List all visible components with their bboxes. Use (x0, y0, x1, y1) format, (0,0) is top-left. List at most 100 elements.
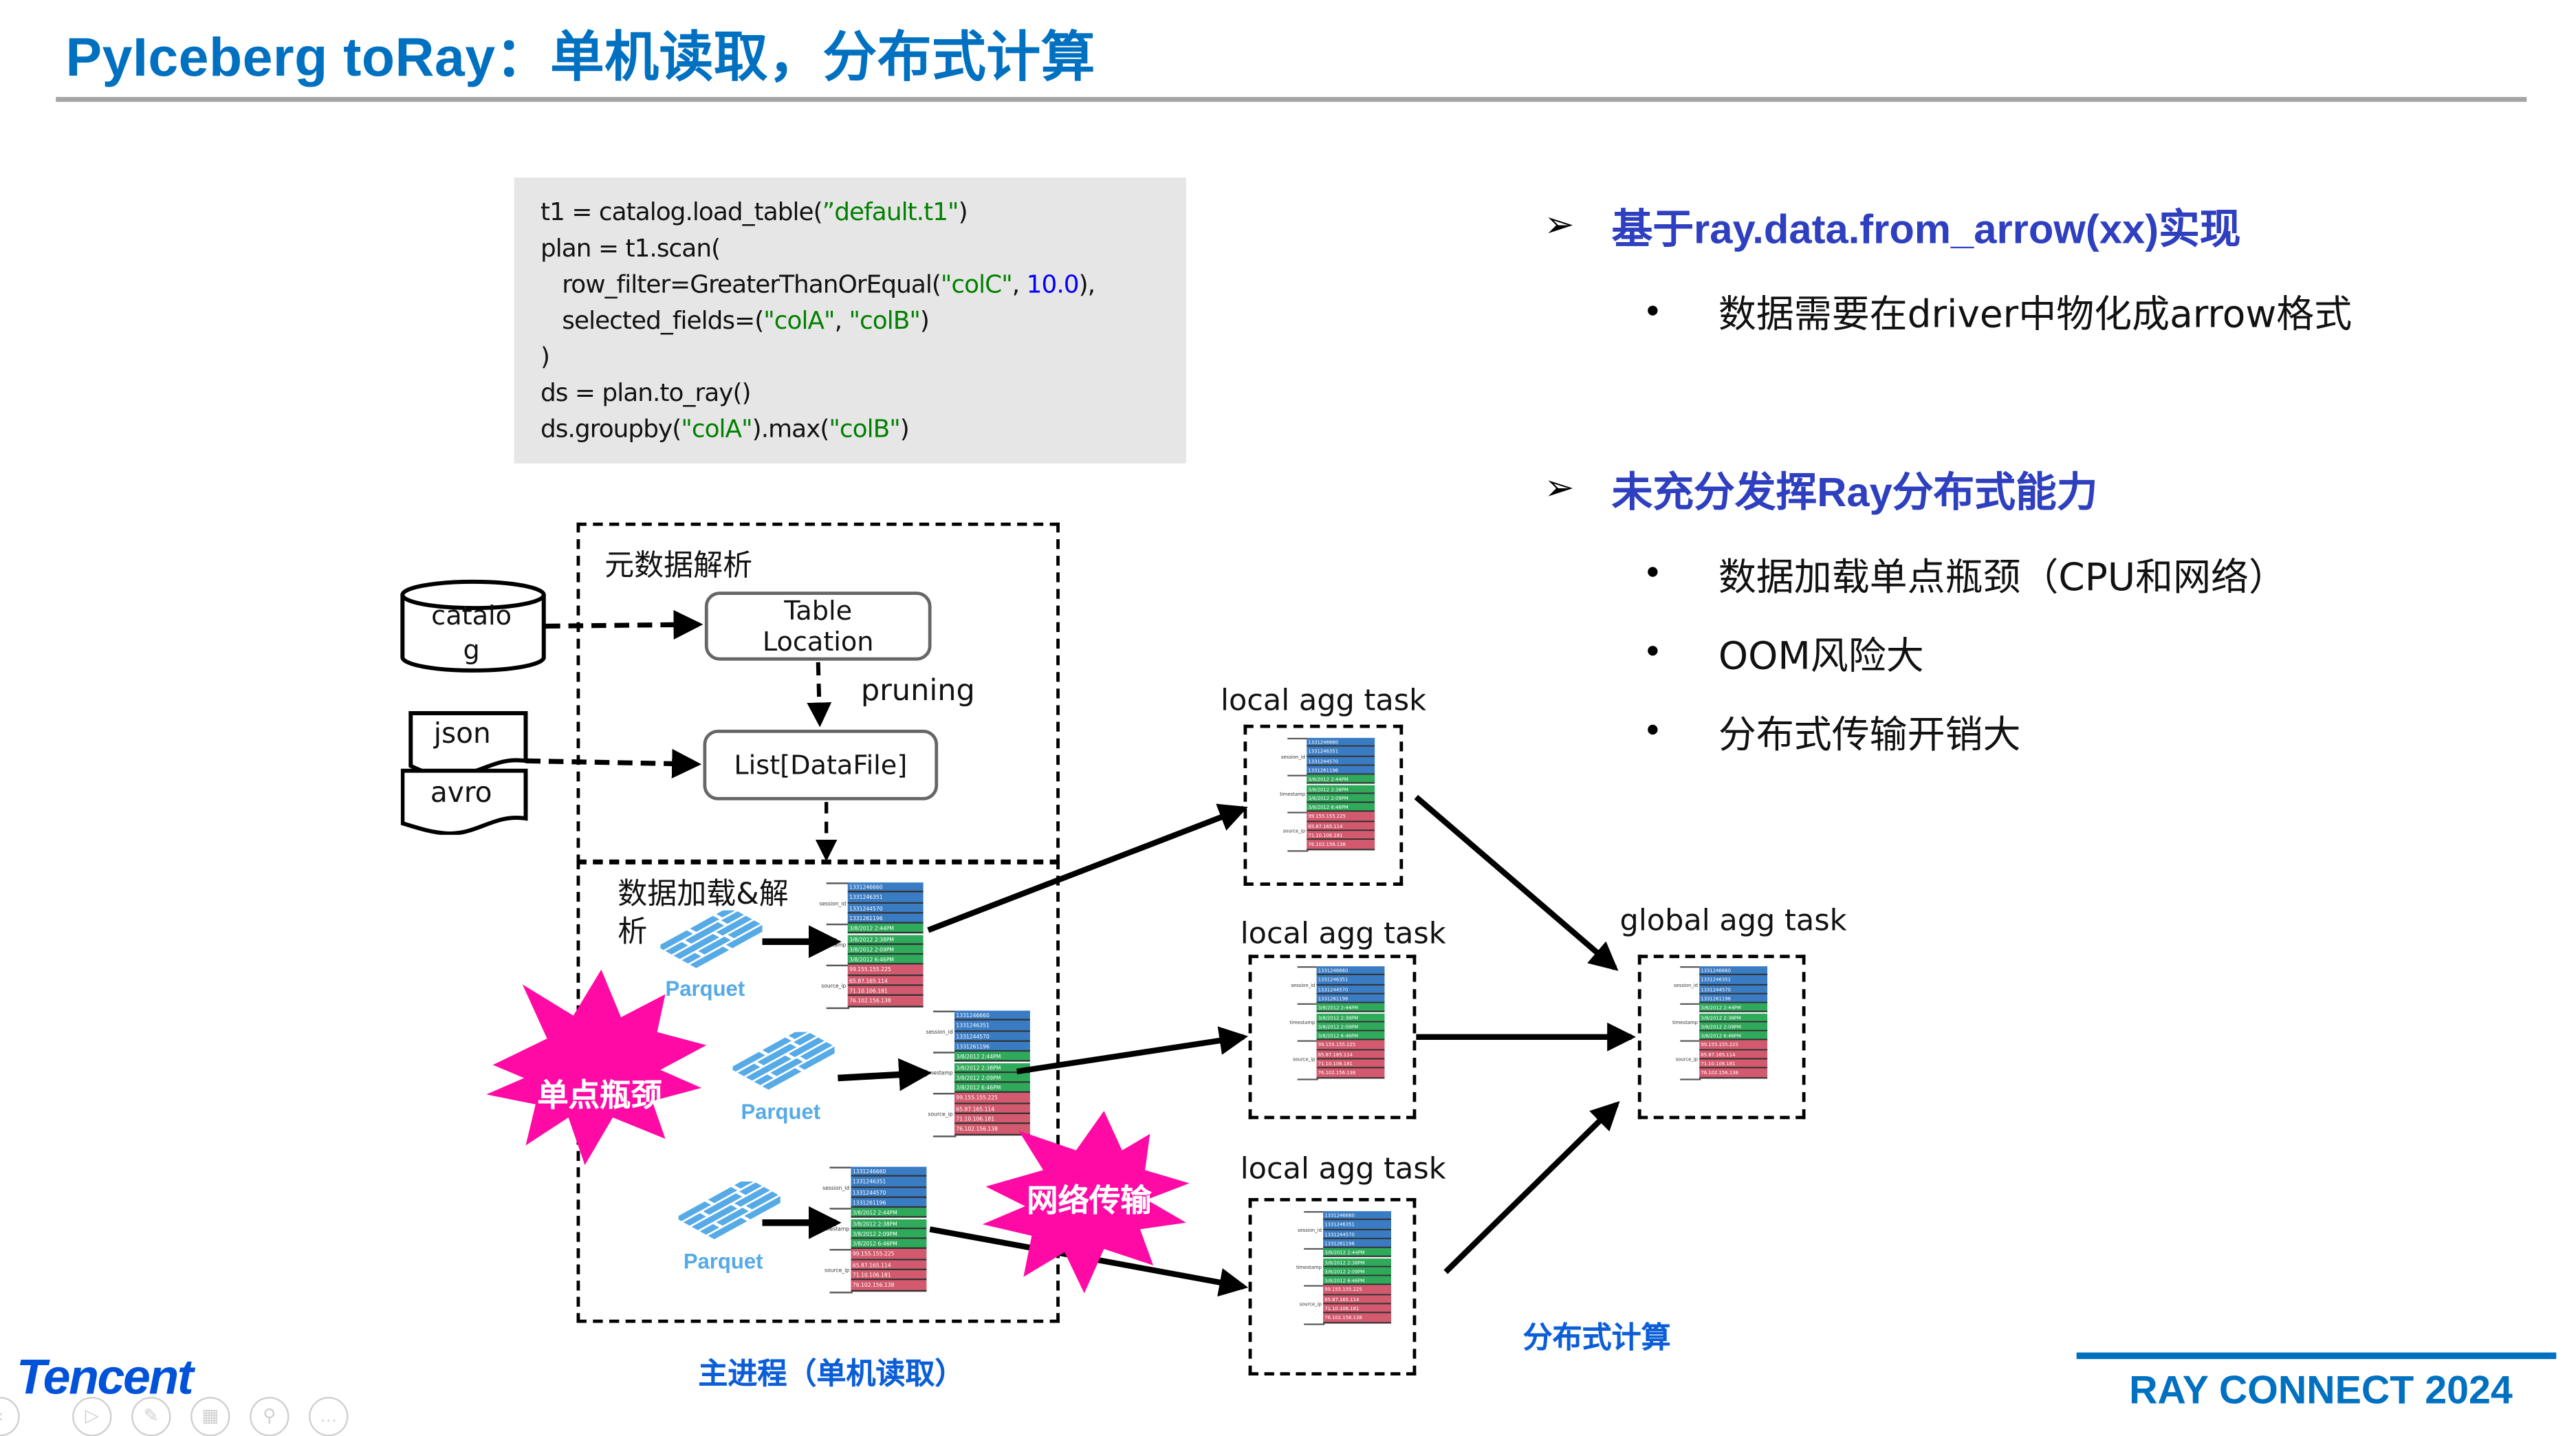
pen-icon[interactable]: ✎ (131, 1397, 171, 1436)
parquet-brick (800, 1042, 833, 1060)
column-cell: 3/8/2012 2:44PM (1699, 1003, 1768, 1013)
group-separator (1304, 1285, 1325, 1287)
column-cell: 1331246660 (1307, 737, 1375, 748)
bullet-dot-icon (1648, 646, 1658, 656)
parquet-brick (690, 915, 719, 933)
column-cell: 3/8/2012 2:38PM (851, 1218, 927, 1229)
play-icon[interactable]: ▷ (72, 1397, 112, 1436)
parquet-brick (683, 1213, 706, 1226)
distributed-caption: 分布式计算 (1522, 1321, 1671, 1354)
parquet-brick (762, 1037, 792, 1054)
table-location-node: Table Location (704, 591, 932, 661)
network-starburst (982, 1111, 1190, 1294)
code-text: ) (919, 305, 930, 336)
column-cell: 76.102.156.138 (851, 1281, 927, 1292)
arrow-bullet-icon: ➢ (1544, 466, 1575, 508)
column-cell: 71.10.106.181 (1699, 1059, 1768, 1069)
parquet-brick (728, 920, 761, 939)
column-name: source_ip (928, 1111, 953, 1118)
code-line: t1 = catalog.load_table(”default.t1") (541, 194, 1095, 230)
column-cell: 65.87.165.114 (847, 975, 924, 986)
bottleneck-badge: 单点瓶颈 (537, 1079, 662, 1115)
parquet-brick (754, 1074, 774, 1085)
column-cell: 3/8/2012 2:44PM (847, 924, 924, 935)
group-separator (1680, 1041, 1701, 1043)
column-cell: 1331246660 (1323, 1211, 1392, 1221)
group-separator (829, 1249, 853, 1252)
parquet-to-table-arrow (838, 1058, 932, 1091)
local-agg-task-3 (1248, 1197, 1417, 1376)
parquet-brick (737, 1063, 761, 1076)
bottleneck-starburst (486, 969, 707, 1166)
column-cell: 1331244570 (1699, 985, 1768, 994)
code-line: selected_fields=("colA", "colB") (541, 303, 1095, 339)
parquet-brick (708, 1217, 747, 1239)
parquet-brick (793, 1032, 816, 1046)
column-cell: 3/8/2012 2:44PM (954, 1052, 1030, 1063)
group-separator (1297, 966, 1318, 968)
parquet-brick (757, 1043, 797, 1065)
parquet-logo-2 (729, 1028, 841, 1109)
grid-icon[interactable]: ▦ (190, 1397, 230, 1436)
parquet-brick (657, 930, 693, 950)
group-separator (932, 1093, 957, 1096)
column-cell: 76.102.156.138 (1316, 1069, 1385, 1078)
column-cell: 65.87.165.114 (1323, 1294, 1392, 1305)
column-name: source_ip (1292, 1056, 1316, 1063)
column-cell: 76.102.156.138 (1307, 840, 1375, 850)
column-name: timestamp (1289, 1019, 1316, 1025)
zoom-icon[interactable]: ⚲ (250, 1397, 290, 1436)
column-name: session_id (1291, 981, 1316, 988)
parquet-icon (675, 1177, 787, 1239)
event-name: RAY CONNECT 2024 (2129, 1369, 2513, 1413)
parquet-brick (716, 915, 752, 936)
parquet-label: Parquet (665, 976, 745, 1001)
column-cell: 3/8/2012 2:09PM (847, 944, 924, 955)
parquet-brick (685, 922, 725, 944)
column-cell: 3/8/2012 2:09PM (954, 1072, 1030, 1083)
json-label: json (433, 718, 491, 752)
code-text: ).max( (752, 414, 830, 444)
parquet-brick (770, 1058, 803, 1076)
column-name: timestamp (1296, 1264, 1322, 1270)
column-cell: 1331244570 (1316, 985, 1385, 994)
tencent-logo: Tencent (16, 1351, 194, 1406)
more-icon[interactable]: … (309, 1397, 349, 1436)
column-cell: 1331246351 (954, 1021, 1030, 1032)
datafile-list-node: List[DataFile] (703, 729, 939, 801)
column-cell: 3/8/2012 2:44PM (1307, 775, 1375, 785)
parquet-brick (673, 933, 719, 959)
parquet-brick (699, 1223, 719, 1235)
group-separator (1304, 1211, 1325, 1213)
group-separator (1680, 1003, 1701, 1005)
column-cell: 99.155.155.225 (1699, 1041, 1768, 1050)
column-name: source_ip (821, 982, 847, 990)
code-line: row_filter=GreaterThanOrEqual("colC", 10… (541, 266, 1095, 303)
column-cell: 3/8/2012 2:38PM (847, 934, 924, 945)
code-text: t1 = catalog.load_table( (540, 197, 823, 227)
global-agg-task (1637, 955, 1806, 1120)
bullet-item: 分布式传输开销大 (1718, 715, 2021, 758)
column-cell: 3/8/2012 2:38PM (1307, 784, 1375, 794)
column-cell: 1331261196 (954, 1041, 1030, 1052)
column-cell: 1331261196 (1323, 1239, 1392, 1249)
column-cell: 3/8/2012 2:38PM (954, 1062, 1030, 1073)
column-name: timestamp (924, 1069, 953, 1076)
column-cell: 1331246660 (1316, 966, 1385, 976)
pruning-arrow (807, 662, 832, 728)
parquet-brick (675, 1201, 711, 1221)
group-separator (826, 924, 850, 926)
group-separator (1287, 849, 1309, 851)
group-separator (1680, 1078, 1701, 1080)
parquet-brick (716, 1208, 749, 1226)
column-name: session_id (819, 900, 847, 907)
column-cell: 71.10.106.181 (1316, 1059, 1385, 1069)
column-cell: 3/8/2012 2:38PM (1323, 1257, 1392, 1268)
local-agg-label: local agg task (1240, 917, 1446, 952)
column-cell: 3/8/2012 6:46PM (851, 1239, 927, 1250)
parquet-brick (734, 1186, 770, 1207)
arrow-bullet-icon: ➢ (1544, 204, 1575, 246)
column-cell: 1331261196 (851, 1197, 927, 1208)
parquet-label: Parquet (683, 1249, 763, 1274)
parquet-logo-3 (675, 1177, 787, 1259)
